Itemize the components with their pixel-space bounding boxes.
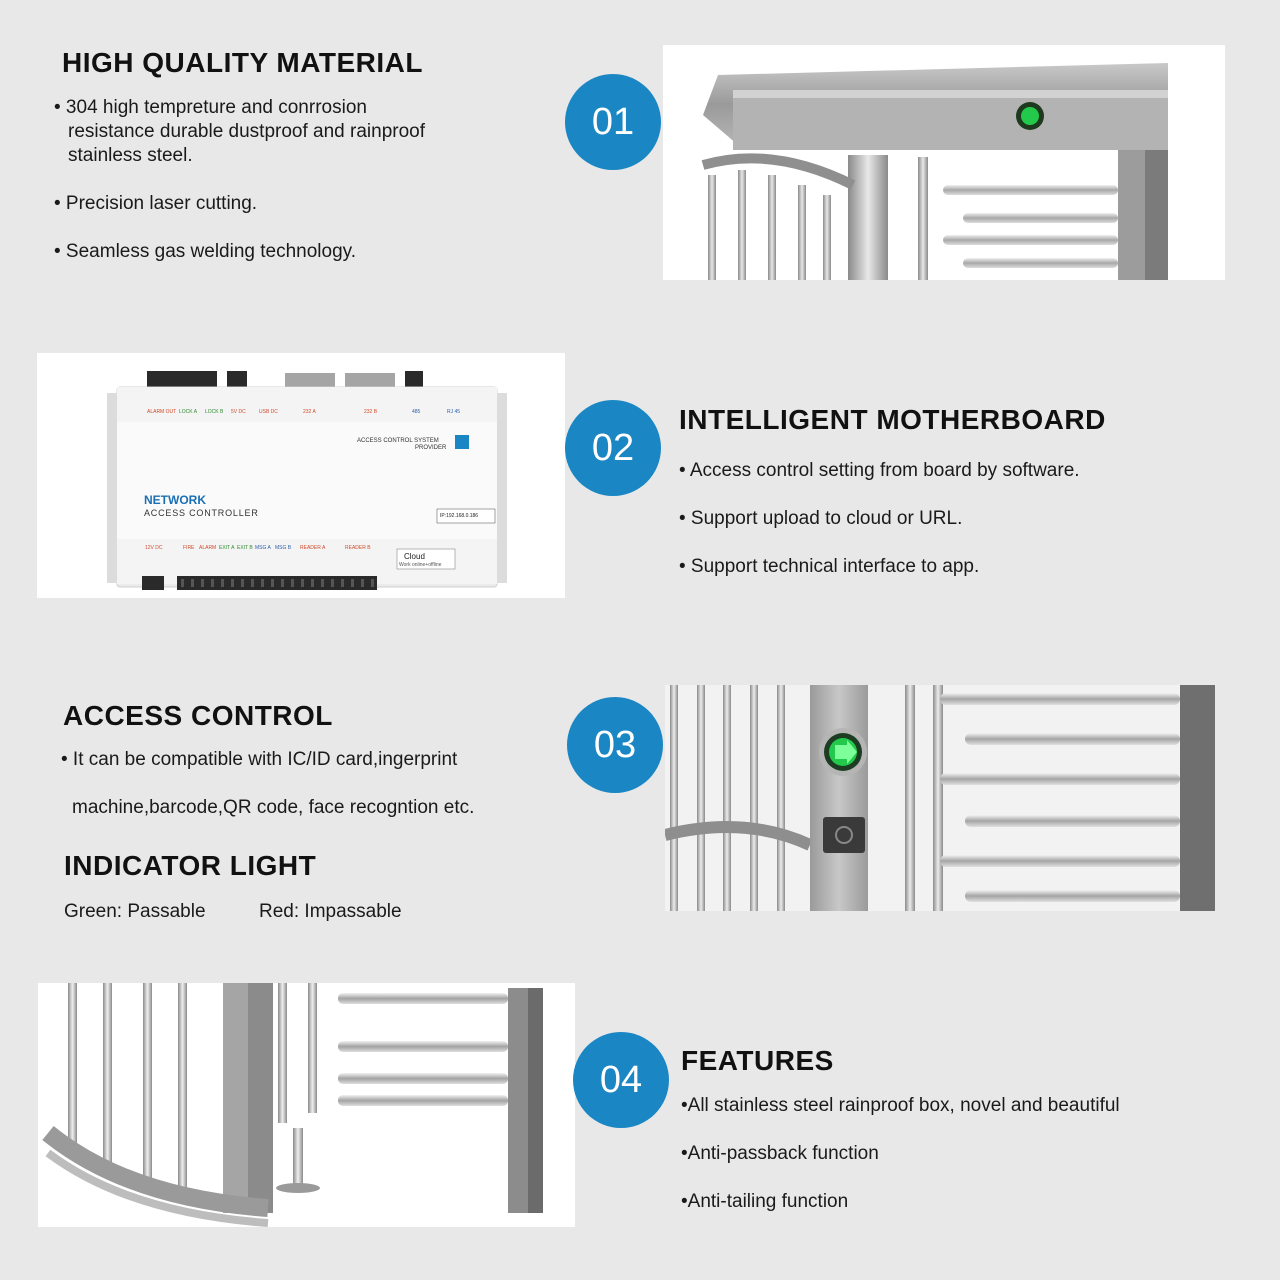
step-badge-02: 02 <box>565 400 661 496</box>
label-reader-b: READER B <box>345 545 371 551</box>
step-badge-04: 04 <box>573 1032 669 1128</box>
section1-bullet-1-cont2: stainless steel. <box>68 145 193 166</box>
section3-heading: ACCESS CONTROL <box>63 700 333 731</box>
section1-bullet-2: • Precision laser cutting. <box>54 193 258 214</box>
label-reader-a: READER A <box>300 545 326 551</box>
access-controller-photo: ALARM OUT LOCK A LOCK B 5V DC USB DC 232… <box>37 353 565 598</box>
controller-cloud: Cloud <box>404 552 425 561</box>
label-usb-dc: USB DC <box>259 409 278 415</box>
label-msg-a: MSG A <box>255 545 272 551</box>
green-arrow-icon <box>835 740 857 764</box>
card-reader-icon <box>823 817 865 853</box>
section3-bullet-1-cont: machine,barcode,QR code, face recogntion… <box>72 797 475 818</box>
label-232-b: 232 B <box>364 409 378 415</box>
section2-bullet-2: • Support upload to cloud or URL. <box>679 508 963 529</box>
controller-ip: IP:192.168.0.186 <box>440 513 478 519</box>
turnstile-cage-photo <box>38 983 575 1227</box>
controller-provider: ACCESS CONTROL SYSTEM <box>357 438 439 444</box>
controller-brand: NETWORK <box>144 493 206 507</box>
indicator-red-label: Red: Impassable <box>259 901 402 922</box>
controller-cloud-sub: Work online+offline <box>399 562 442 568</box>
section3-bullet-1: • It can be compatible with IC/ID card,i… <box>61 749 458 770</box>
label-exit-a: EXIT A <box>219 545 235 551</box>
section4-heading: FEATURES <box>681 1045 834 1076</box>
label-rj45: RJ 45 <box>447 409 460 415</box>
section1-heading: HIGH QUALITY MATERIAL <box>62 47 424 78</box>
step-badge-03: 03 <box>567 697 663 793</box>
controller-model: ACCESS CONTROLLER <box>144 508 259 518</box>
indicator-green-label: Green: Passable <box>64 901 206 922</box>
section2-heading: INTELLIGENT MOTHERBOARD <box>679 404 1106 435</box>
section1-bullet-3: • Seamless gas welding technology. <box>54 241 357 262</box>
label-232-a: 232 A <box>303 409 316 415</box>
step-badge-01: 01 <box>565 74 661 170</box>
label-12v-dc: 12V DC <box>145 545 163 551</box>
controller-provider-2: PROVIDER <box>415 445 447 451</box>
section2-bullet-3: • Support technical interface to app. <box>679 556 980 577</box>
label-fire: FIRE <box>183 545 195 551</box>
indicator-light-heading: INDICATOR LIGHT <box>64 850 317 881</box>
label-485: 485 <box>412 409 421 415</box>
section4-bullet-1: •All stainless steel rainproof box, nove… <box>681 1095 1120 1116</box>
label-5v-dc: 5V DC <box>231 409 246 415</box>
section2-bullet-1: • Access control setting from board by s… <box>679 460 1080 481</box>
section1-bullet-1-cont: resistance durable dustproof and rainpro… <box>68 121 426 142</box>
section1-bullet-1: • 304 high tempreture and conrrosion <box>54 97 367 118</box>
turnstile-top-photo <box>663 45 1225 280</box>
label-alarm: ALARM <box>199 545 216 551</box>
section4-bullet-3: •Anti-tailing function <box>681 1191 849 1212</box>
label-lock-a: LOCK A <box>179 409 198 415</box>
turnstile-indicator-photo <box>665 685 1215 911</box>
label-exit-b: EXIT B <box>237 545 253 551</box>
section4-bullet-2: •Anti-passback function <box>681 1143 879 1164</box>
label-msg-b: MSG B <box>275 545 292 551</box>
label-lock-b: LOCK B <box>205 409 224 415</box>
label-alarm-out: ALARM OUT <box>147 409 176 415</box>
controller-logo-square <box>455 435 469 449</box>
